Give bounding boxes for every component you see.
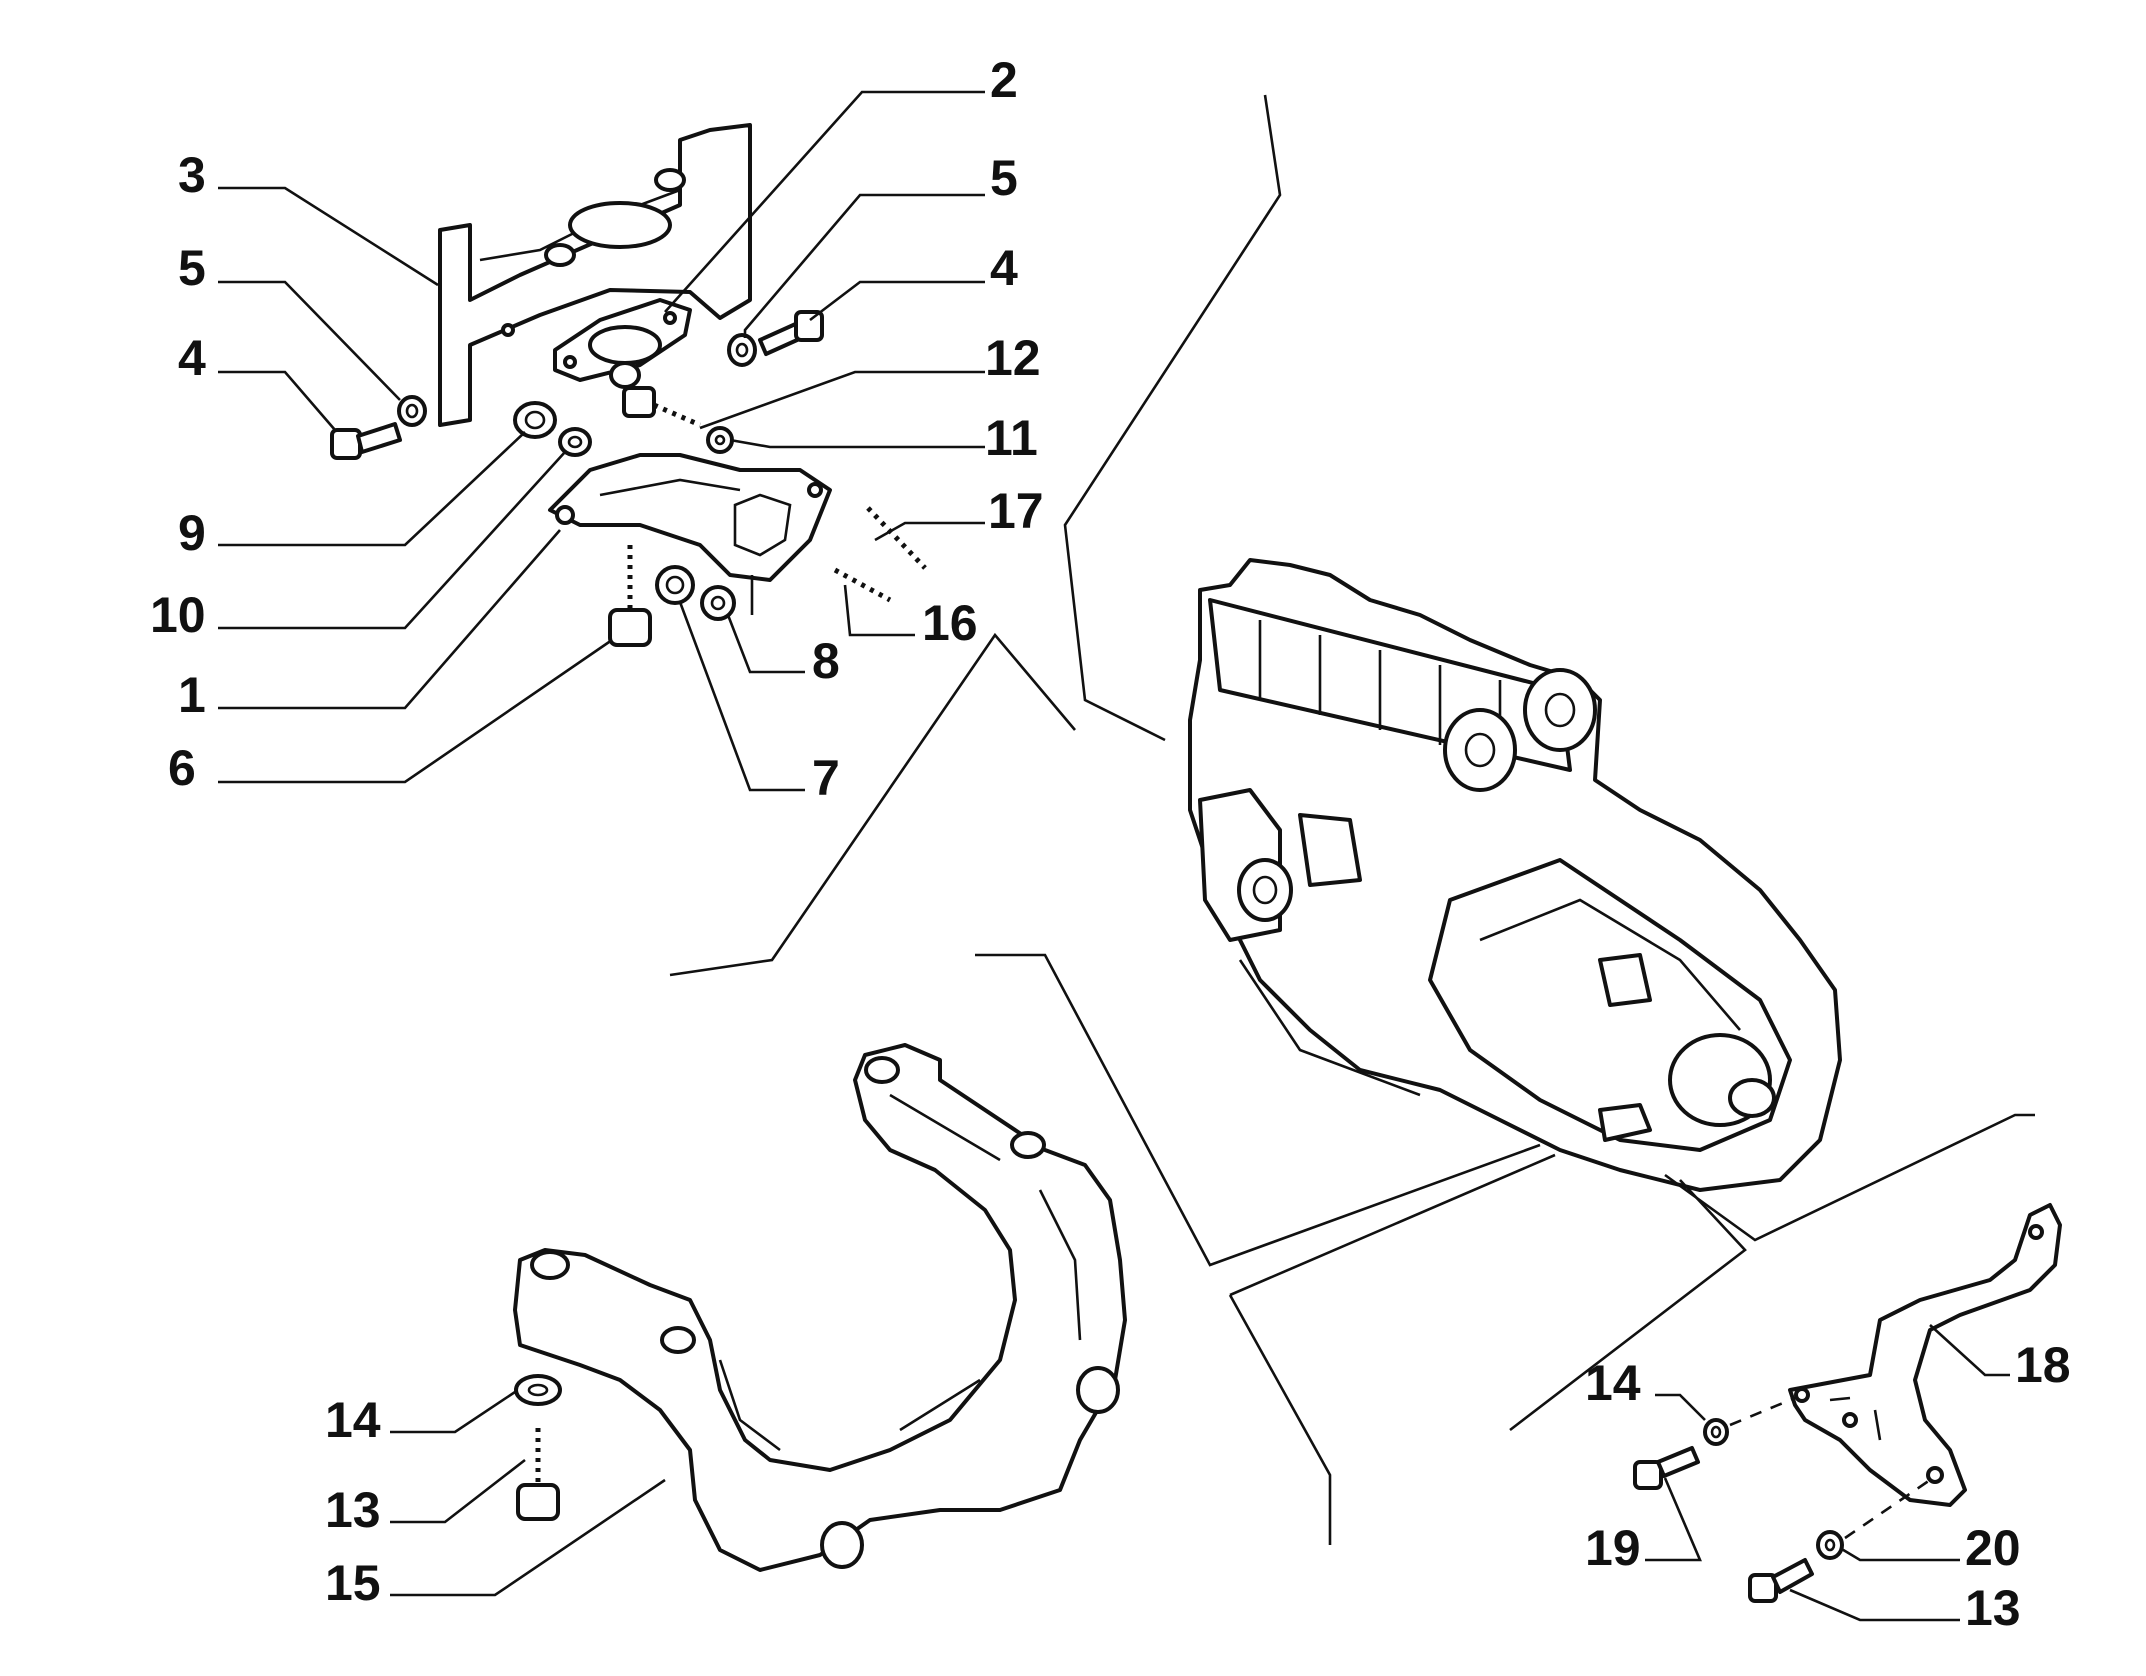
rear-bracket [1788,1203,2062,1507]
leader-11 [729,438,985,449]
callout-outline-bottom-3 [1228,1294,1332,1545]
label-14-left: 14 [325,1392,381,1448]
leader-13-left [390,1458,526,1524]
upper-mount-bracket [438,123,752,427]
engine-gearbox-assembly [1188,558,1842,1192]
leader-7 [678,601,805,792]
label-1: 1 [178,667,206,723]
leader-8 [726,614,805,674]
label-8: 8 [812,633,840,689]
label-3: 3 [178,147,206,203]
bushing-9 [513,401,557,439]
callout-outline-right-2 [1509,1179,1747,1432]
leader-5-left [218,280,401,401]
label-5-right: 5 [990,150,1018,206]
label-5-left: 5 [178,240,206,296]
leader-2 [664,90,985,313]
bolt-12 [622,386,701,428]
label-17: 17 [988,483,1044,539]
label-2: 2 [990,52,1018,108]
washer-5-left [397,395,427,427]
label-10: 10 [150,587,206,643]
leader-17 [874,521,985,542]
label-15: 15 [325,1555,381,1611]
washer-11 [706,426,734,454]
label-16: 16 [922,595,978,651]
label-13-right: 13 [1965,1580,2021,1636]
bolt-13-right [1748,1558,1814,1603]
stud-17 [866,506,927,570]
label-11: 11 [985,410,1038,466]
bolt-4-left [330,422,402,460]
leader-6 [218,638,613,784]
callout-outline-right [1664,1113,2035,1242]
leader-9 [218,431,526,547]
leader-19 [1645,1477,1702,1562]
bolt-6 [608,545,652,647]
callout-outline-top-left [669,632,1076,977]
label-4-left: 4 [178,330,206,386]
mount-plate [553,298,692,389]
callout-outline-bottom [975,953,1541,1267]
leader-20 [1839,1546,1960,1562]
leader-18 [1929,1324,2010,1377]
leader-10 [218,451,566,630]
bolt-4-right [758,310,824,356]
leader-15 [390,1478,666,1597]
label-14-right: 14 [1585,1355,1641,1411]
washer-14-left [514,1374,562,1406]
stud-16 [833,567,892,603]
washer-14-right [1703,1418,1729,1446]
washer-5-right [727,333,757,367]
washer-8 [700,585,736,621]
leader-14-right [1655,1393,1706,1421]
label-19: 19 [1585,1520,1641,1576]
bolt-13-left [516,1428,560,1521]
label-13-left: 13 [325,1482,381,1538]
washer-10 [558,427,592,457]
label-7: 7 [812,750,840,806]
label-4-right: 4 [990,240,1018,296]
label-9: 9 [178,505,206,561]
leader-1 [218,529,561,710]
bolt-19 [1633,1446,1700,1490]
leader-4-right [809,280,985,322]
leader-13-right [1789,1588,1960,1622]
label-18: 18 [2015,1337,2071,1393]
label-20: 20 [1965,1520,2021,1576]
label-6: 6 [168,740,196,796]
label-12: 12 [985,330,1041,386]
alignment-line-lower [1844,1478,1931,1540]
leader-14-left [390,1390,516,1434]
leader-4-left [218,370,336,431]
cross-member [513,1043,1127,1572]
alignment-line-upper [1729,1396,1796,1427]
leader-12 [699,370,985,430]
leader-3 [218,186,439,287]
support-arm [548,453,832,582]
washer-20 [1816,1530,1844,1560]
callout-outline-top [1063,94,1282,742]
leader-5-right [743,193,985,338]
callout-outline-bottom-2 [1229,1153,1556,1297]
leader-16 [843,584,915,637]
bushing-7 [655,565,695,605]
